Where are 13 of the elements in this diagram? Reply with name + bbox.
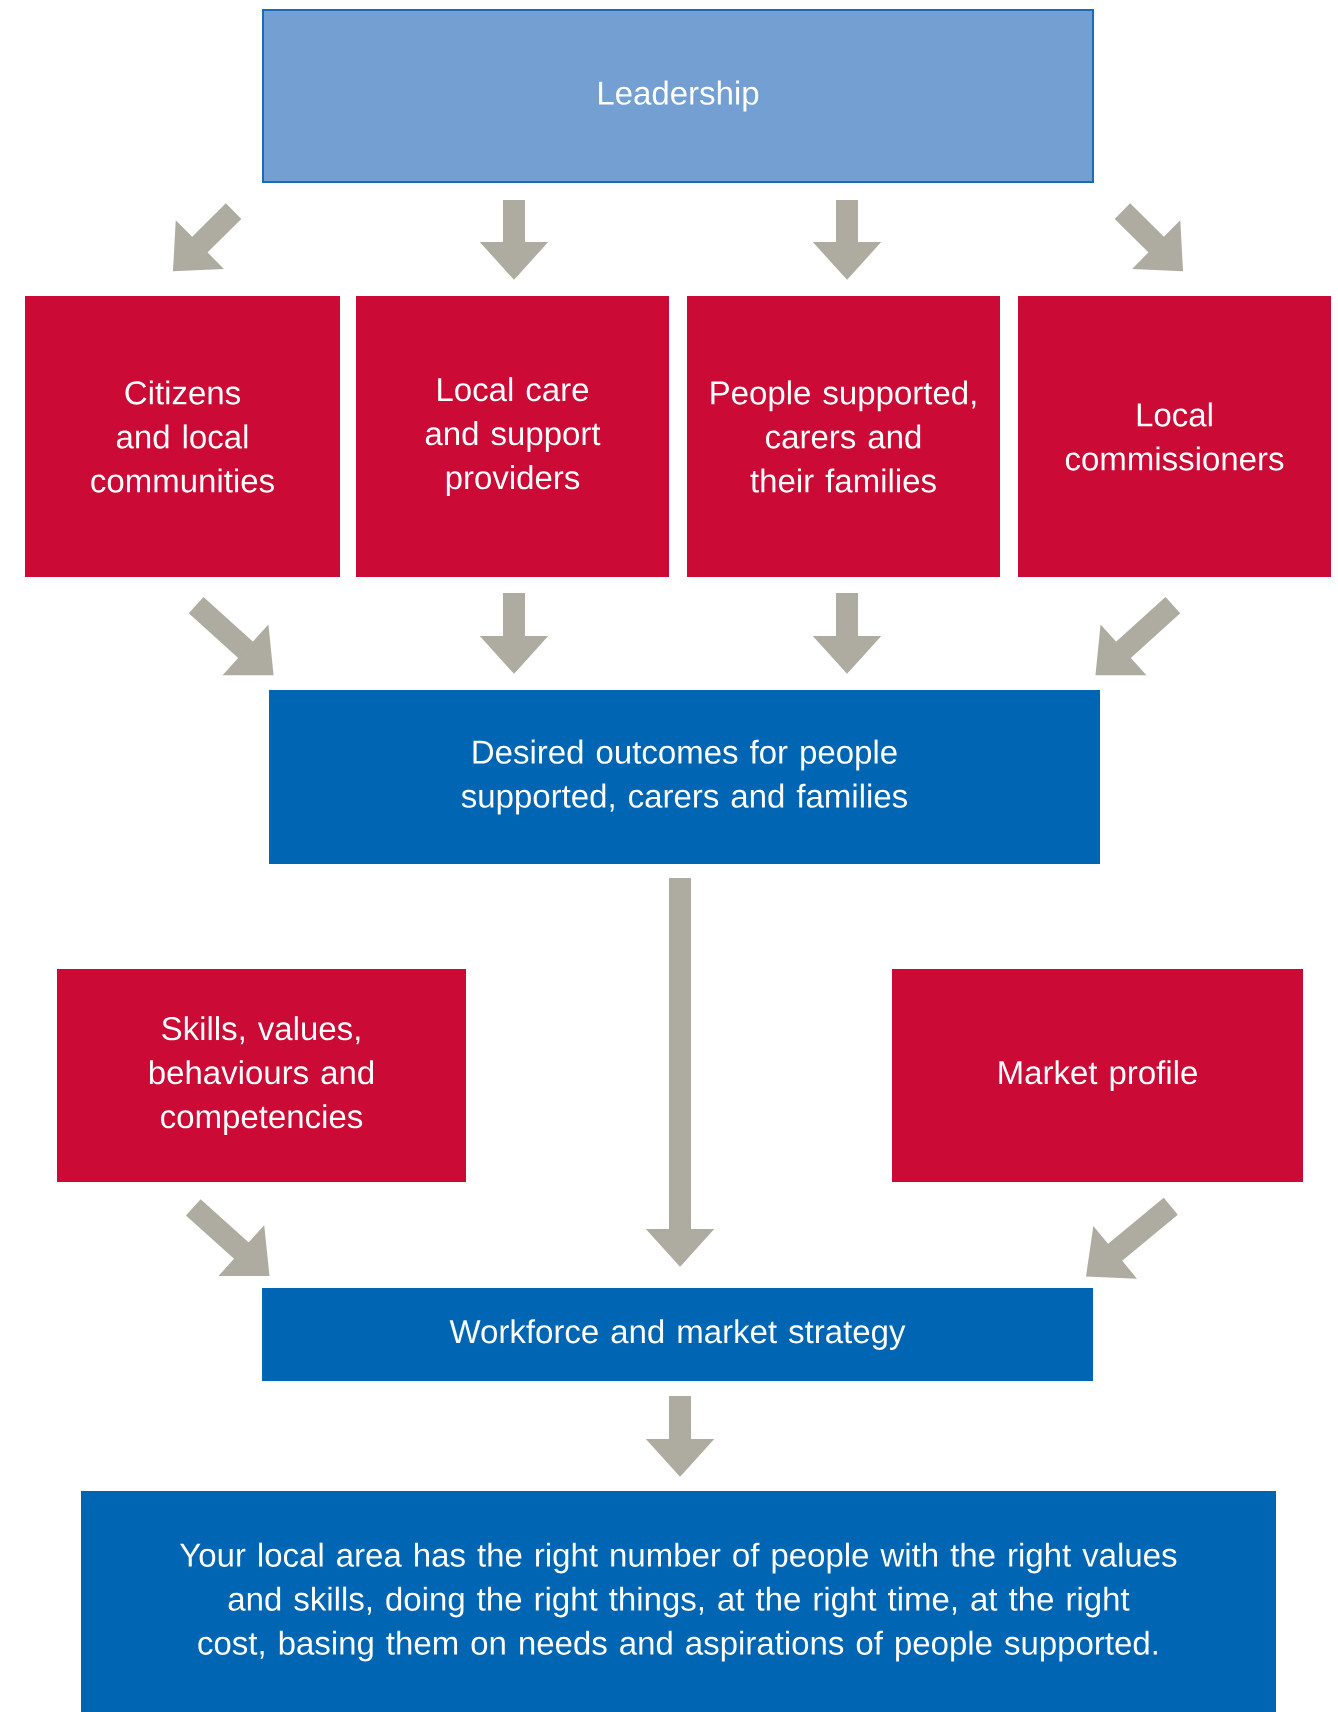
result-box: Your local area has the right number of people with the right values and skills, doing the right things, at the right time, at the right cost, basing them on needs and aspirations of people supported. — [81, 1491, 1276, 1712]
arrow — [1095, 597, 1181, 676]
stakeholder-box: People supported, carers and their families — [687, 296, 1000, 577]
arrow — [1086, 1197, 1178, 1279]
stakeholder-box: Local care and support providers — [356, 296, 669, 577]
stakeholder-box: Local commissioners — [1018, 296, 1331, 577]
leadership-box: Leadership — [262, 9, 1094, 183]
outcome-box: Desired outcomes for people supported, carers and families — [269, 690, 1100, 864]
arrow — [188, 597, 274, 676]
input-box: Market profile — [892, 969, 1303, 1182]
input-box: Skills, values, behaviours and competencies — [57, 969, 466, 1182]
strategy-box: Workforce and market strategy — [262, 1288, 1093, 1381]
stakeholder-box: Citizens and local communities — [25, 296, 340, 577]
